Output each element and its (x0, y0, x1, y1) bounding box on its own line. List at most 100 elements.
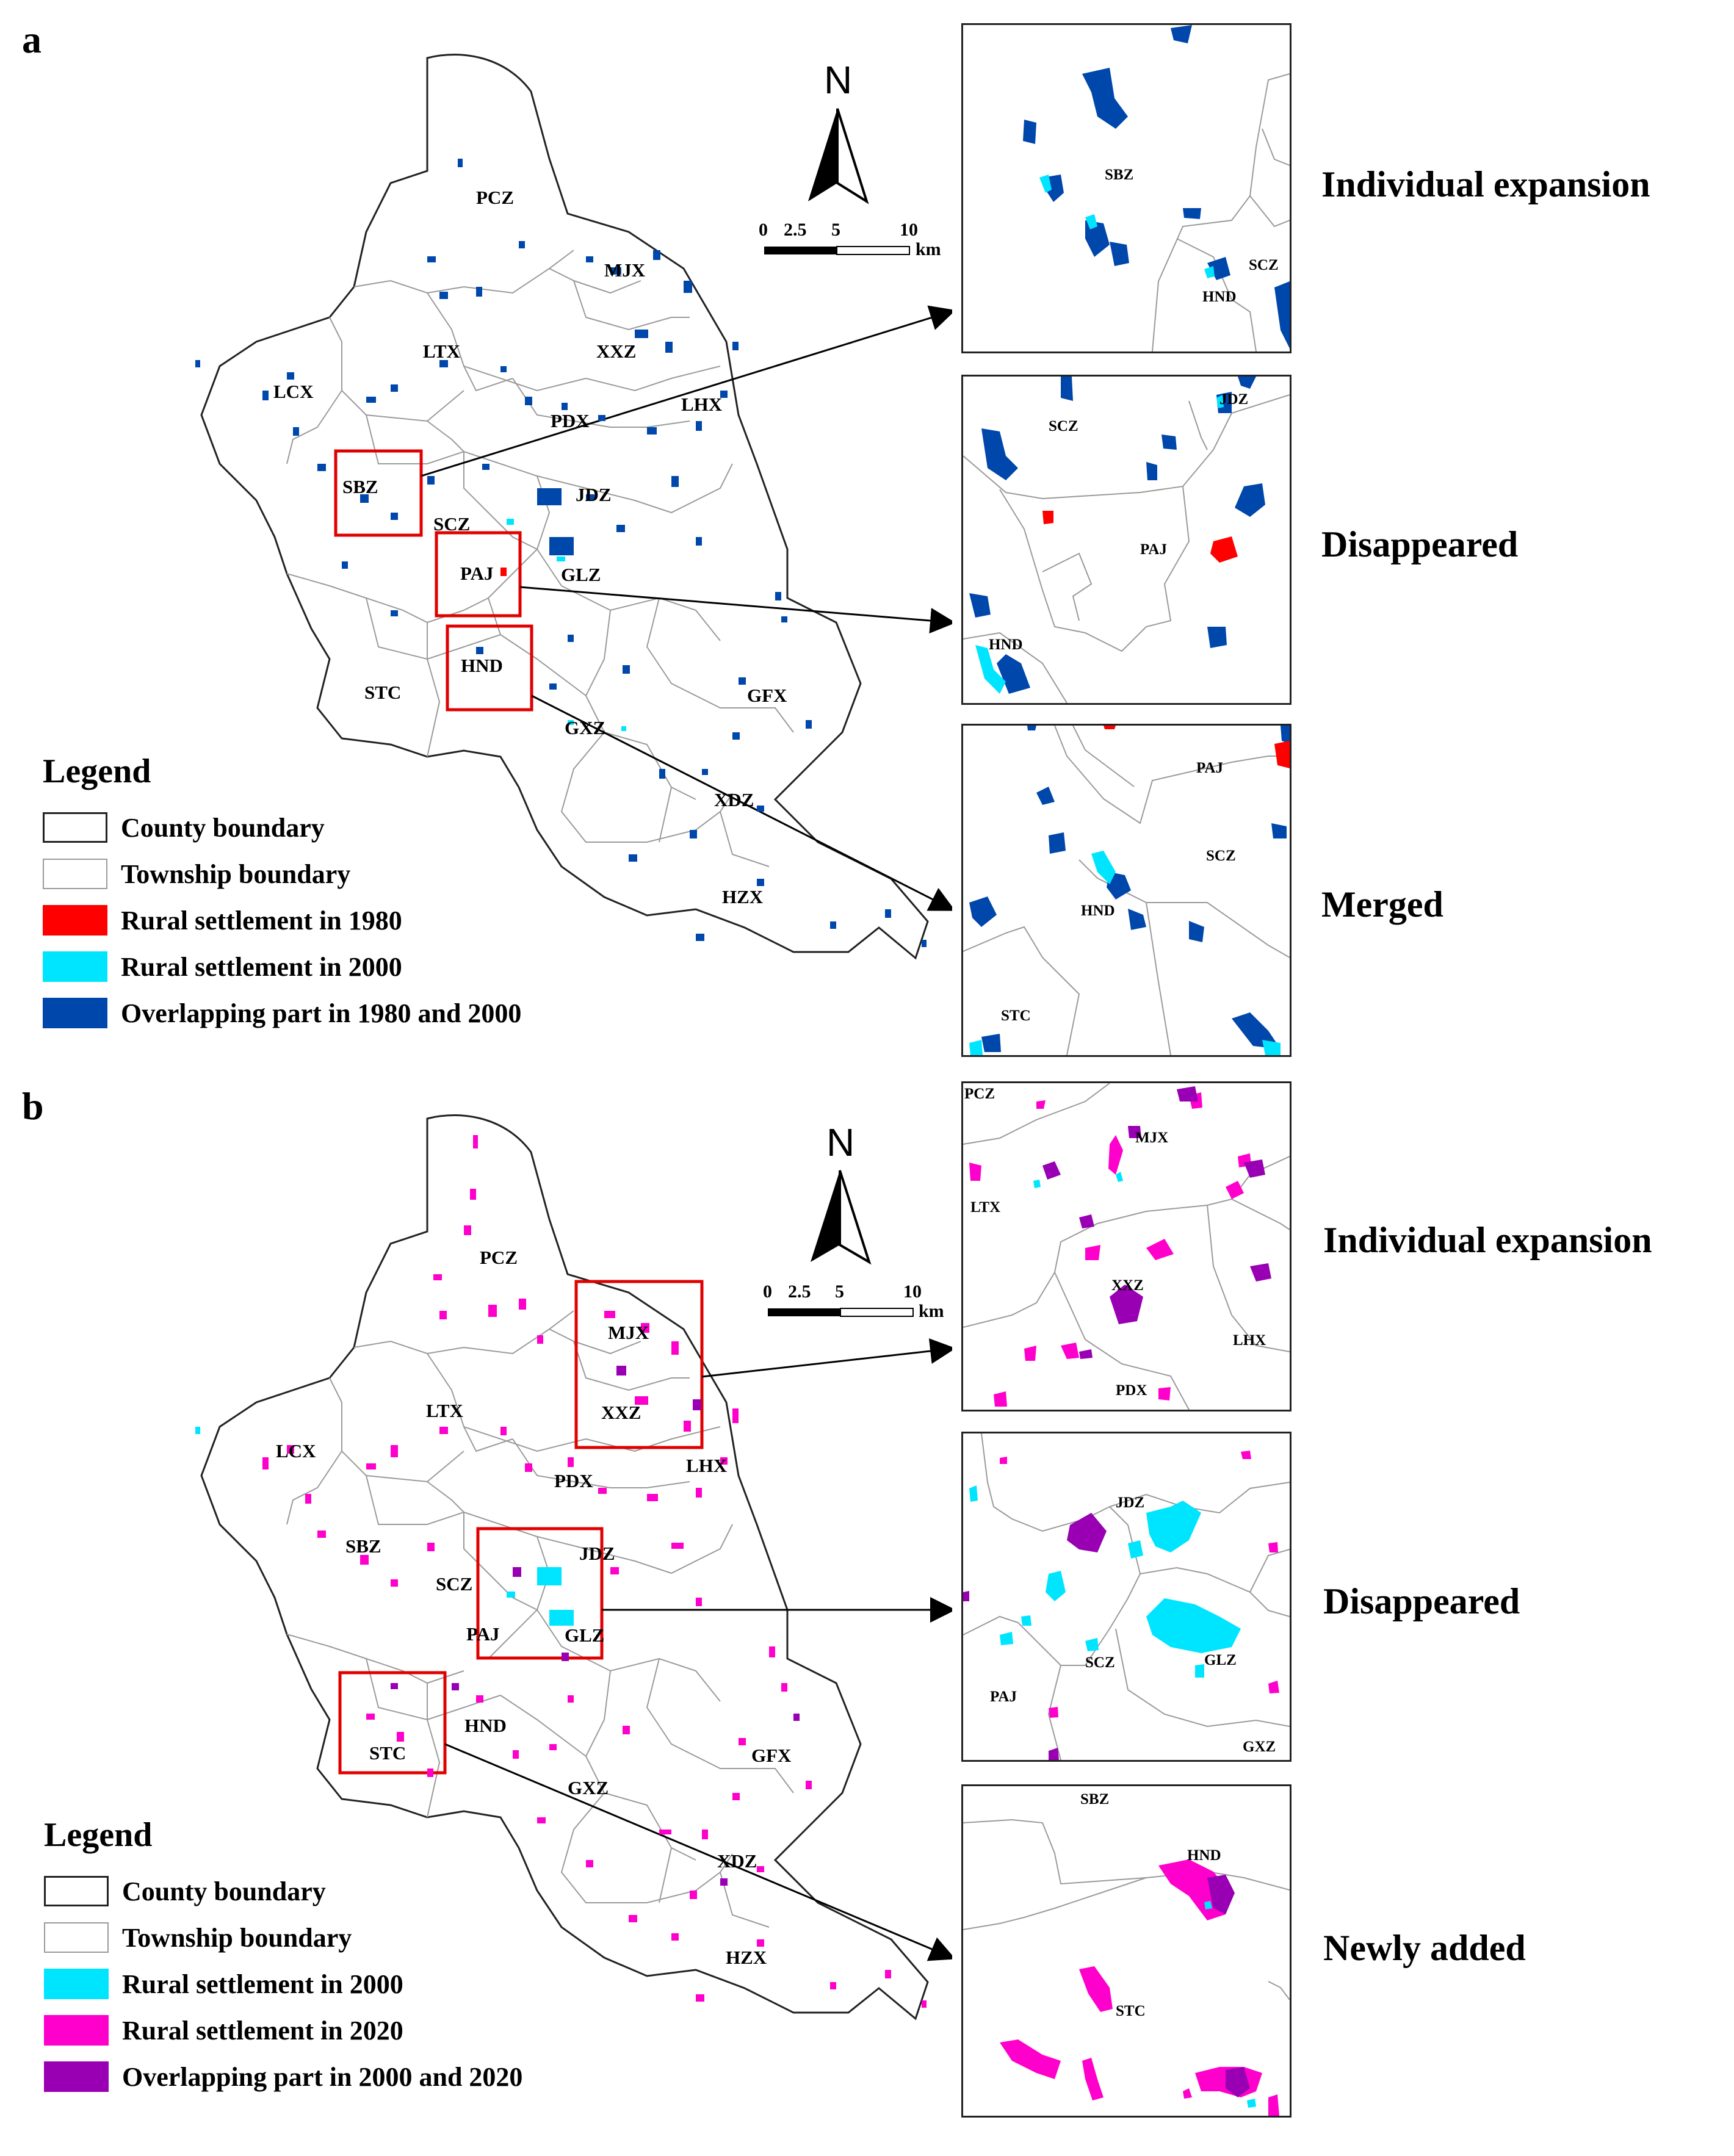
inset-label: HND (1187, 1847, 1221, 1864)
settlement-patches-b (262, 1135, 927, 2008)
settlement-patches-b-overlap (391, 1366, 800, 1886)
inset-label: GLZ (1204, 1652, 1237, 1668)
legend-title-b: Legend (44, 1816, 153, 1854)
township-label: MJX (604, 259, 646, 281)
highlight-boxes-a (334, 449, 533, 712)
inset-label: SCZ (1249, 257, 1279, 273)
inset-label: JDZ (1116, 1494, 1145, 1511)
township-label: LTX (426, 1400, 463, 1421)
township-label: STC (364, 682, 402, 703)
inset-label: SCZ (1206, 848, 1236, 864)
highlight-box-paj (435, 531, 522, 618)
legend-swatch-township (44, 1922, 109, 1953)
township-label: PAJ (460, 563, 494, 584)
scale-unit-a: km (916, 239, 941, 259)
township-label: MJX (608, 1322, 649, 1343)
inset-label: SCZ (1049, 418, 1078, 434)
inset-label: HND (1202, 289, 1237, 305)
caption-b-disappeared: Disappeared (1323, 1581, 1520, 1621)
scale-unit-b: km (919, 1301, 944, 1321)
caption-a-disappeared: Disappeared (1321, 524, 1519, 564)
highlight-box-hnd (446, 624, 533, 712)
panel-b-map (195, 1114, 952, 2021)
inset-label: PAJ (1140, 541, 1167, 558)
township-label: SBZ (345, 1535, 381, 1557)
inset-a-merged: PAJ SCZ HND STC (961, 724, 1291, 1057)
township-label: HND (461, 655, 503, 676)
settlement-patches-a-1980 (500, 568, 507, 576)
settlement-patches-a (195, 159, 927, 947)
township-boundaries-a (286, 250, 794, 867)
township-label: GXZ (568, 1777, 609, 1798)
inset-label: PAJ (990, 1689, 1017, 1705)
legend-row-rural-1980: Rural settlement in 1980 (43, 904, 402, 936)
inset-label: HND (1081, 903, 1115, 919)
township-label: XXZ (601, 1402, 641, 1423)
township-label: GXZ (565, 717, 606, 738)
highlight-box-stc (338, 1671, 447, 1775)
township-label: SCZ (433, 513, 471, 535)
scale-bar-a (764, 246, 910, 255)
township-label: PCZ (476, 187, 514, 208)
legend-title-a: Legend (43, 752, 151, 790)
township-label: SBZ (342, 476, 378, 497)
scale-tick-2-5-a: 2.5 (784, 220, 807, 240)
scale-tick-5-b: 5 (835, 1282, 844, 1302)
township-label: PDX (554, 1470, 593, 1491)
legend-row-rural-2000: Rural settlement in 2000 (44, 1968, 403, 2000)
legend-swatch-county (44, 1876, 109, 1906)
inset-label: STC (1001, 1008, 1031, 1024)
inset-label: GXZ (1243, 1739, 1276, 1755)
township-label: XDZ (714, 789, 754, 810)
legend-swatch-township (43, 859, 107, 889)
inset-label: MJX (1135, 1130, 1169, 1146)
township-label: XXZ (596, 341, 637, 362)
legend-swatch-rural-2000 (44, 1969, 109, 1999)
scale-tick-0-b: 0 (763, 1282, 772, 1302)
inset-label: SBZ (1105, 167, 1134, 183)
inset-label: HND (989, 636, 1023, 653)
inset-label: XXZ (1111, 1277, 1144, 1294)
highlight-box-sbz (334, 449, 423, 537)
inset-b-individual-expansion: PCZ MJX LTX XXZ LHX PDX (961, 1081, 1291, 1411)
inset-label: STC (1116, 2003, 1146, 2019)
inset-label: PDX (1116, 1382, 1147, 1399)
settlement-patches-b-2000 (195, 1427, 574, 1626)
caption-b-newly-added: Newly added (1323, 1928, 1526, 1968)
county-boundary-a (200, 54, 929, 960)
north-arrow-icon (811, 1170, 872, 1265)
legend-row-township: Township boundary (44, 1922, 352, 1953)
legend-row-overlap-1980-2000: Overlapping part in 1980 and 2000 (43, 997, 521, 1029)
caption-b-individual-expansion: Individual expansion (1323, 1220, 1652, 1260)
inset-label: PAJ (1196, 760, 1223, 776)
legend-row-rural-2020: Rural settlement in 2020 (44, 2014, 403, 2046)
inset-b-newly-added: SBZ HND STC (961, 1784, 1291, 2118)
scale-tick-10-b: 10 (903, 1282, 922, 1302)
north-label-b: N (826, 1120, 855, 1164)
township-label: LHX (681, 394, 723, 415)
township-label: LCX (276, 1440, 316, 1462)
township-label: SCZ (436, 1573, 473, 1595)
scale-tick-5-a: 5 (831, 220, 840, 240)
leader-arrows-b (444, 1338, 952, 1961)
township-label: GLZ (565, 1624, 605, 1646)
township-boundaries-b (286, 1310, 794, 1928)
legend-row-rural-2000: Rural settlement in 2000 (43, 951, 402, 982)
township-label: STC (369, 1742, 406, 1764)
leader-arrows-a (421, 305, 952, 911)
township-label: PCZ (480, 1247, 518, 1268)
highlight-box-mjx-xxz (574, 1280, 704, 1449)
legend-row-county: County boundary (43, 812, 325, 843)
township-label: LTX (423, 341, 460, 362)
scale-tick-10-a: 10 (900, 220, 918, 240)
settlement-patches-a-2000 (507, 519, 626, 731)
inset-label: SBZ (1080, 1791, 1110, 1808)
county-boundary-b (200, 1114, 929, 2021)
scale-bar-b (768, 1308, 914, 1317)
township-label: PDX (551, 410, 590, 431)
township-label: LHX (686, 1455, 728, 1476)
inset-label: JDZ (1219, 391, 1249, 408)
scale-tick-0-a: 0 (759, 220, 768, 240)
township-label: GFX (747, 685, 787, 706)
township-label: JDZ (579, 1543, 615, 1564)
